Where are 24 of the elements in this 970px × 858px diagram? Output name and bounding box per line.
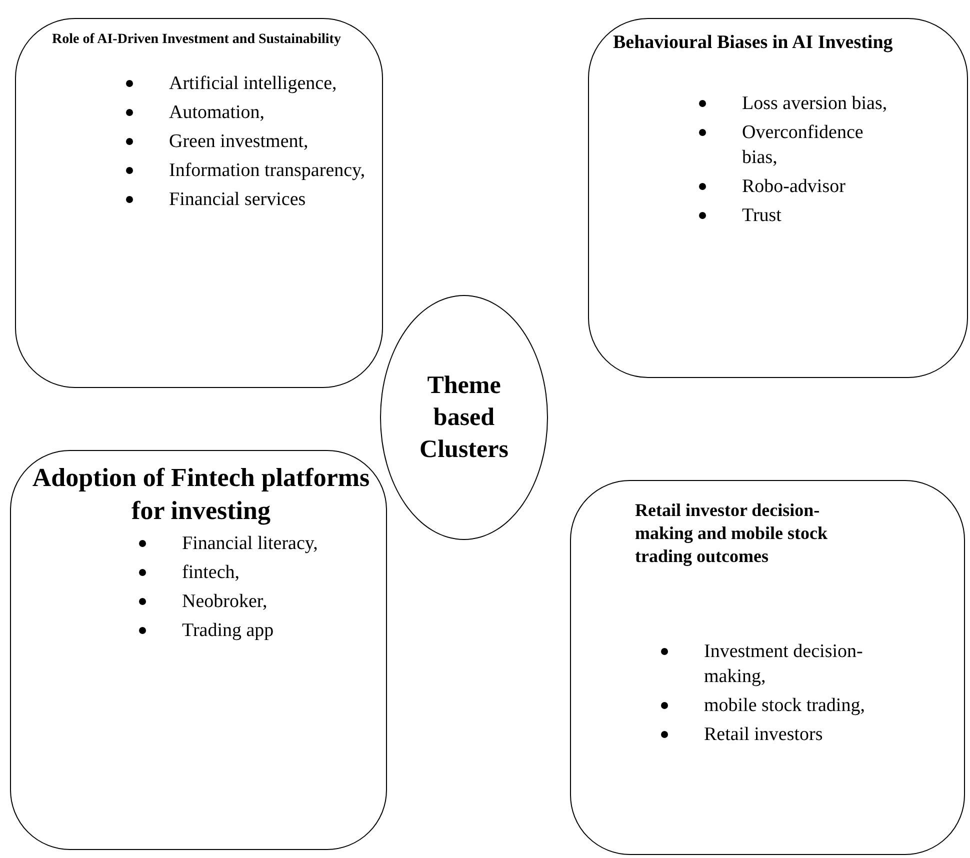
cluster-heading: Adoption of Fintech platforms for investing (31, 462, 371, 527)
cluster-box (588, 18, 968, 378)
keyword-text: Overconfidence bias, (742, 121, 864, 170)
cluster-box (570, 480, 965, 855)
keyword-text: Trust (742, 204, 782, 228)
keyword-text: Artificial intelligence, (169, 72, 337, 96)
cluster-heading: Retail investor decision-making and mobile stock trading outcomes (635, 499, 829, 568)
keyword-text: Financial services (169, 188, 306, 212)
keyword-text: fintech, (182, 561, 240, 585)
keyword-text: Automation, (169, 101, 265, 125)
keyword-text: Loss aversion bias, (742, 92, 888, 116)
cluster-box (10, 450, 387, 850)
keyword-text: Robo-advisor (742, 175, 846, 199)
keyword-text: Trading app (182, 619, 274, 643)
cluster-box (15, 18, 383, 388)
cluster-heading: Role of AI-Driven Investment and Sustainability (52, 31, 342, 49)
keyword-text: Information transparency, (169, 159, 366, 183)
keyword-text: mobile stock trading, (704, 694, 865, 718)
keyword-text: Retail investors (704, 723, 823, 747)
cluster-heading: Behavioural Biases in AI Investing (613, 31, 894, 55)
keyword-text: Financial literacy, (182, 532, 318, 556)
center-title: Theme based Clusters (418, 370, 510, 464)
keyword-text: Green investment, (169, 130, 308, 154)
keyword-text: Neobroker, (182, 590, 268, 614)
